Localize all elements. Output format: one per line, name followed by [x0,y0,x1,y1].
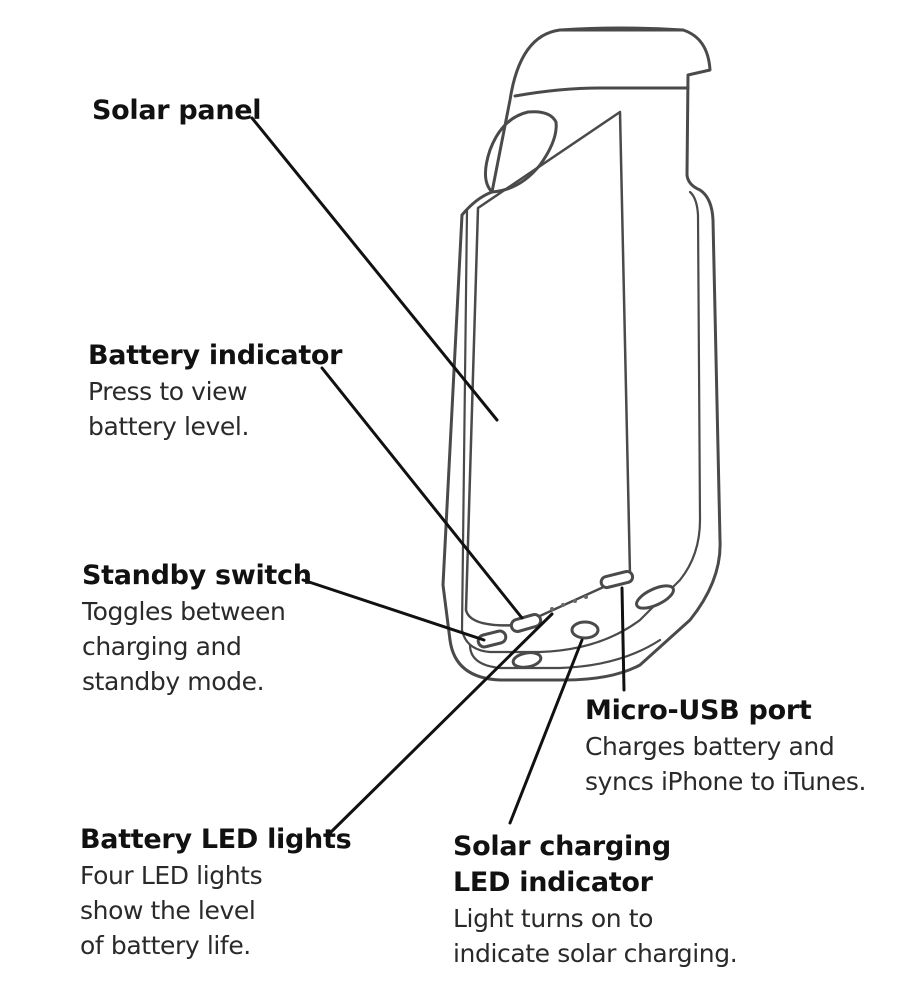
leader-battery-indicator [320,366,524,620]
callout-micro-usb-port: Micro-USB port Charges battery and syncs… [585,693,866,799]
micro-usb-port-title: Micro-USB port [585,695,812,726]
standby-switch-desc-line: standby mode. [82,667,265,696]
standby-switch-desc-line: Toggles between [82,597,286,626]
leader-standby-switch [301,578,486,642]
standby-switch-button [476,629,508,649]
solar-charging-led-desc-line: Light turns on to [453,904,654,933]
battery-led-lights-desc-line: show the level [80,896,256,925]
leader-solar-charging-led [508,638,584,825]
case-top-edge [513,26,690,98]
phone-case-illustration [441,26,722,682]
speaker-hole-right [635,584,675,610]
callout-solar-charging-led: Solar charging LED indicator Light turns… [453,829,738,971]
battery-indicator-desc-line: Press to view [88,377,248,406]
callout-battery-led-lights: Battery LED lights Four LED lights show … [80,822,352,963]
battery-led-dots [550,595,588,611]
standby-switch-desc-line: charging and [82,632,242,661]
solar-charging-led-title: Solar charging [453,831,671,862]
callout-standby-switch: Standby switch Toggles between charging … [82,558,312,699]
case-outer-outline [441,28,722,682]
callout-battery-indicator: Battery indicator Press to view battery … [88,338,343,444]
battery-indicator-desc-line: battery level. [88,412,249,441]
battery-led-lights-desc-line: of battery life. [80,931,251,960]
solar-panel-title: Solar panel [92,95,262,126]
leader-micro-usb [620,586,626,692]
callout-solar-panel: Solar panel [92,93,262,129]
battery-led-lights-desc-line: Four LED lights [80,861,263,890]
case-inner-frame [460,190,702,654]
micro-usb-port-desc-line: Charges battery and [585,732,835,761]
speaker-hole-left [511,651,543,669]
battery-led-lights-title: Battery LED lights [80,824,352,855]
micro-usb-port-desc-line: syncs iPhone to iTunes. [585,767,867,796]
micro-usb-port-shape [599,569,635,590]
case-bottom-edge [468,638,662,670]
leader-lines [250,116,626,838]
led-dot [584,595,588,599]
solar-led-indicator [570,620,600,640]
leader-battery-leds [325,612,554,838]
leader-solar-panel [250,116,499,422]
solar-charging-led-desc-line: indicate solar charging. [453,939,738,968]
led-dot [561,603,565,607]
solar-charging-led-title: LED indicator [453,867,653,898]
standby-switch-title: Standby switch [82,560,312,591]
case-buttons [476,569,675,669]
led-dot [573,599,577,603]
led-dot [550,607,554,611]
battery-indicator-title: Battery indicator [88,340,343,371]
battery-indicator-button [509,613,543,633]
